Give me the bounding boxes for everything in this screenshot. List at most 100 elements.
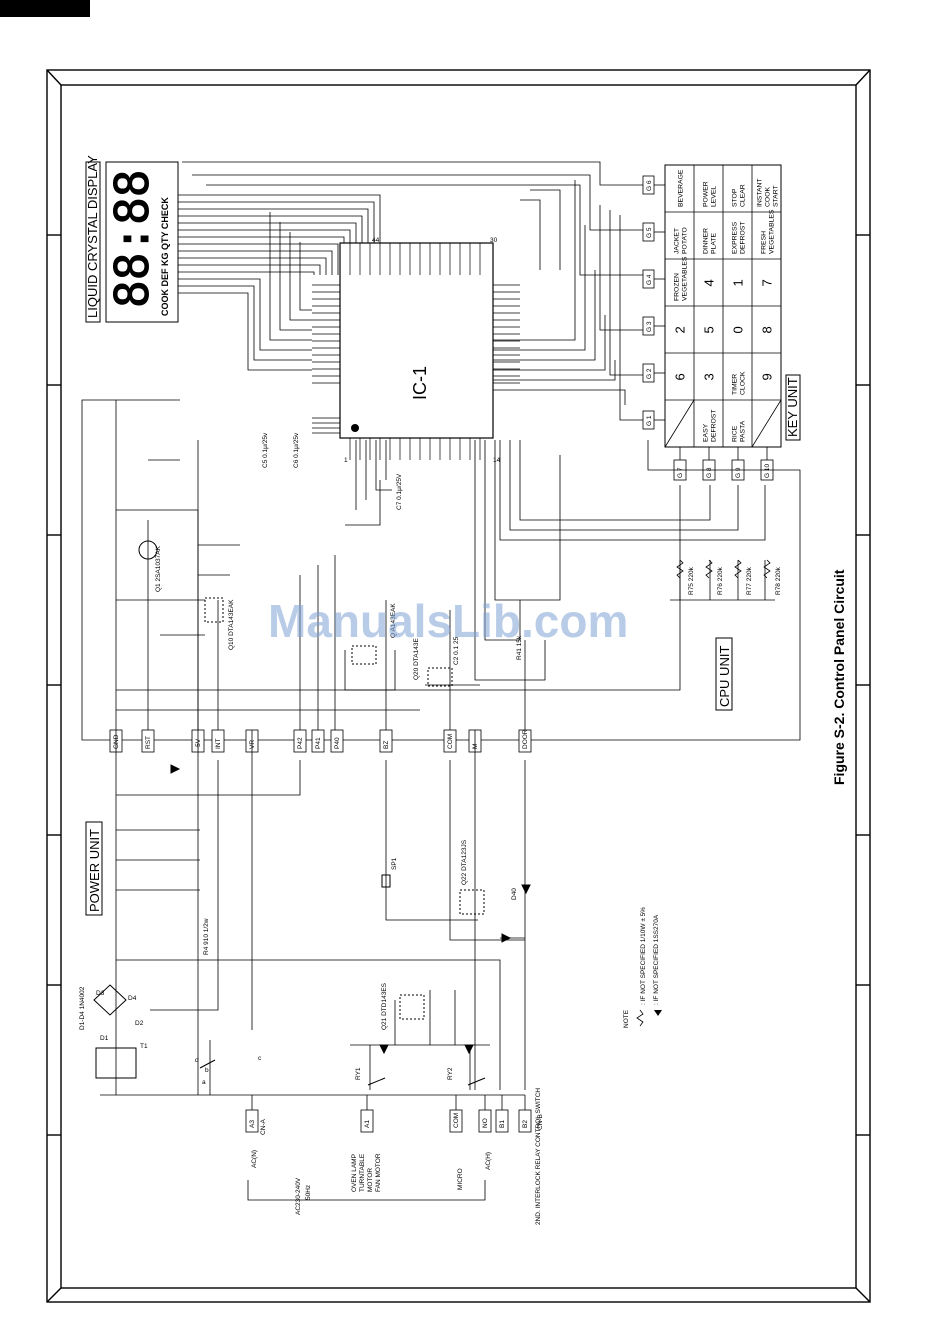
- ry1-label: RY1: [355, 1067, 362, 1080]
- control-wiring: [100, 400, 526, 1096]
- key-label: DINNER: [703, 228, 710, 254]
- key-2[interactable]: 2: [673, 326, 688, 333]
- note-resistor-symbol: [636, 1009, 644, 1027]
- key-3[interactable]: 3: [702, 373, 717, 380]
- key-diagonal: [751, 399, 782, 448]
- key-7[interactable]: 7: [760, 279, 775, 286]
- r4-label: R4 910 1/2w: [203, 918, 210, 955]
- key-label: JACKET: [674, 228, 681, 254]
- connector-label: G 8: [706, 467, 713, 478]
- ac-pin-no: NO: [478, 1095, 492, 1133]
- diodes-label: D1-D4 1N4002: [79, 986, 86, 1030]
- key-label: COOK: [765, 187, 772, 207]
- sw-a-label: a: [202, 1079, 206, 1086]
- lcd-digits: 88:88: [105, 170, 159, 308]
- ic-pin-stubs: [312, 243, 520, 460]
- cpu-pin-label: P41: [315, 737, 322, 749]
- key-label: POWER: [703, 181, 710, 207]
- connector-g10: G 10: [760, 447, 774, 481]
- key-5[interactable]: 5: [702, 326, 717, 333]
- connector-g3: G 3: [642, 316, 665, 336]
- cpu-pin-label: P42: [297, 737, 304, 749]
- connector-label: G 5: [646, 227, 653, 238]
- key-9[interactable]: 9: [760, 373, 775, 380]
- key-label: 3: [702, 373, 717, 380]
- note-block: NOTE : IF NOT SPECIFIED 1/10W ± 5% : IF …: [623, 907, 662, 1028]
- cpu-pin-label: -5V: [195, 738, 202, 749]
- note-line-1: : IF NOT SPECIFIED 1/10W ± 5%: [640, 907, 647, 1005]
- cpu-pin-label: COM: [447, 734, 454, 749]
- key-label: EASY: [703, 423, 710, 442]
- key-label: PLATE: [711, 233, 718, 254]
- key-label: EXPRESS: [732, 221, 739, 254]
- bridge-rectifier: [93, 984, 127, 1016]
- key-6[interactable]: 6: [673, 373, 688, 380]
- c5-label: C5 0.1μ/25v: [262, 432, 269, 468]
- resistor-r76: R76 220k: [705, 559, 724, 595]
- sw-b-label: b: [205, 1067, 209, 1074]
- interlock-label: 2ND. INTERLOCK RELAY CONTROL SWITCH: [535, 1088, 542, 1225]
- key-label: 8: [760, 326, 775, 333]
- d3-label: D3: [96, 990, 105, 997]
- component-labels: Q1 2SA1037AK Q10 DTA143EAK Q A143EAK Q20…: [79, 432, 544, 1135]
- diode-ry1: [379, 1044, 389, 1055]
- switch-abcd: [199, 1059, 216, 1069]
- key-label: FRESH: [761, 231, 768, 254]
- ic-pin-30: 30: [490, 237, 498, 244]
- cpu-pin-door: DOOR: [518, 729, 532, 753]
- key-0[interactable]: 0: [731, 326, 746, 333]
- key-label: RICE: [732, 425, 739, 442]
- key-label: FROZEN: [674, 273, 681, 301]
- key-label: PASTA: [740, 420, 747, 442]
- cpu-pin-label: VR: [249, 740, 256, 749]
- key-label: 9: [760, 373, 775, 380]
- transistor-symbols: [138, 540, 485, 1020]
- key-4[interactable]: 4: [702, 279, 717, 286]
- key-label: STOP: [732, 188, 739, 207]
- key-label: 6: [673, 373, 688, 380]
- key-label: DEFROST: [740, 222, 747, 254]
- relay-ry1-contact: [367, 1077, 386, 1086]
- connector-label: G 10: [764, 464, 771, 478]
- key-1[interactable]: 1: [731, 279, 746, 286]
- cpu-pin-p40: P40: [330, 729, 344, 753]
- drawing-frame: [46, 69, 871, 1303]
- key-8[interactable]: 8: [760, 326, 775, 333]
- key-label: START: [773, 185, 780, 207]
- c6-label: C6 0.1μ/25v: [293, 432, 300, 468]
- g-connectors: G 6G 5G 4G 3G 2G 1: [642, 175, 665, 430]
- ic-body: [339, 242, 494, 439]
- connector-g4: G 4: [642, 269, 665, 289]
- key-label: VEGETABLES: [769, 209, 776, 254]
- ac-h-label: AC(H): [485, 1152, 492, 1170]
- watermark: ManualsLib.com: [268, 595, 628, 647]
- key-label: CLEAR: [740, 184, 747, 207]
- resistor-label: R76 220k: [717, 566, 724, 595]
- cpu-pin-p42: P42: [293, 729, 307, 753]
- d1-label: D1: [100, 1035, 109, 1042]
- ic-label: IC-1: [410, 366, 430, 400]
- ic-pin-14: 14: [493, 457, 501, 464]
- key-label: 5: [702, 326, 717, 333]
- connector-g6: G 6: [642, 175, 665, 195]
- key-label: LEVEL: [711, 186, 718, 207]
- key-beverage[interactable]: BEVERAGE: [678, 169, 685, 207]
- note-line-2: : IF NOT SPECIFIED 1SS270A: [653, 914, 660, 1005]
- connector-g9: G 9: [731, 447, 745, 481]
- key-label: 4: [702, 279, 717, 286]
- diode-ry2: [464, 1044, 474, 1055]
